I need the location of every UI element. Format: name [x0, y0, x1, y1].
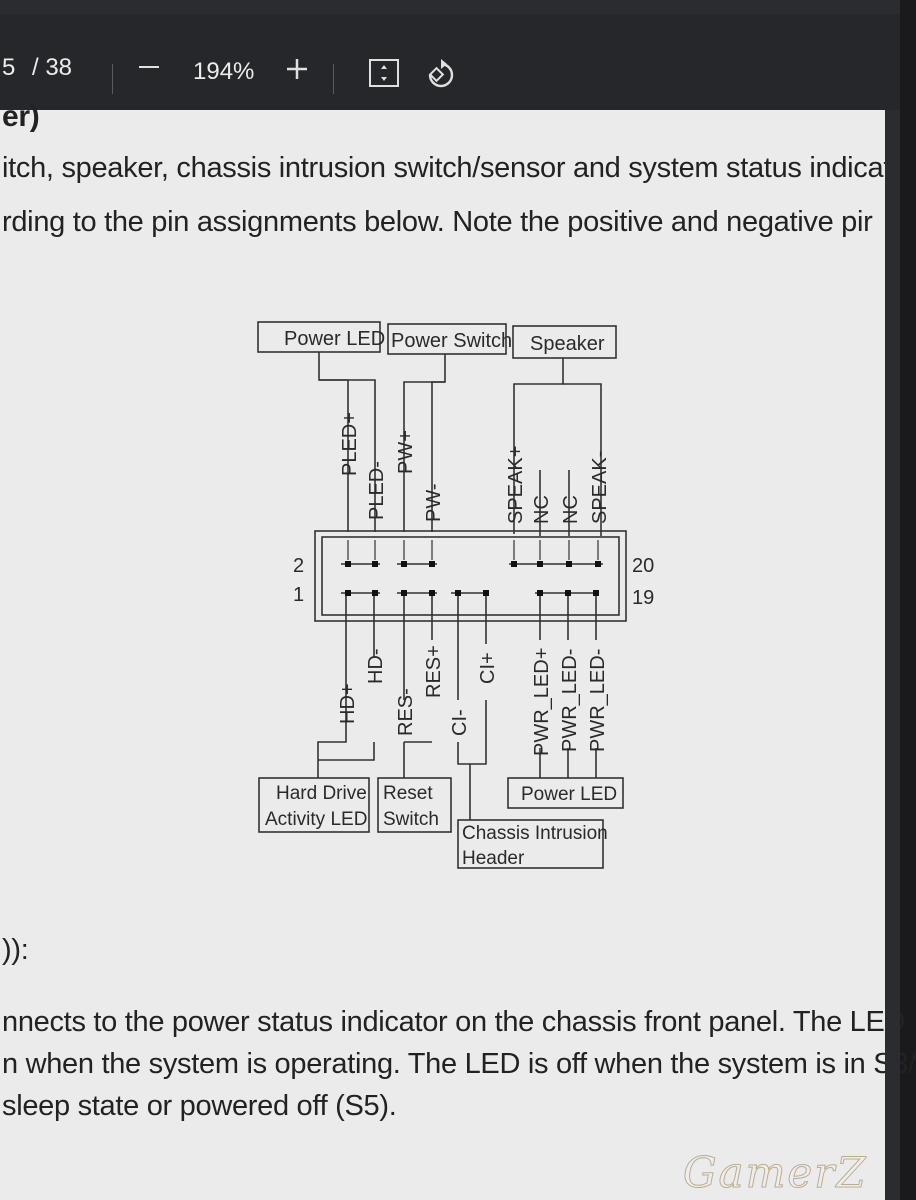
reset-label-box: [377, 777, 452, 833]
reset-label-line-1: Reset: [383, 783, 433, 804]
pin-label-pwr-led-minus-1: PWR_LED-: [559, 649, 581, 752]
zoom-out-button[interactable]: [136, 56, 162, 84]
pin-label-hd-minus: HD-: [365, 648, 387, 684]
plus-icon: [287, 59, 307, 79]
section-fragment: )):: [2, 934, 29, 966]
pin-label-nc-1: NC: [531, 495, 553, 524]
intro-line-1: itch, speaker, chassis intrusion switch/…: [2, 152, 892, 184]
pin-label-ci-plus: CI+: [477, 652, 499, 684]
page-number-input[interactable]: 5: [2, 54, 16, 81]
top-label-power-led: Power LED: [284, 328, 385, 350]
zoom-in-button[interactable]: [284, 56, 310, 89]
page-total: / 38: [32, 54, 73, 81]
rotate-button[interactable]: [422, 58, 458, 99]
pin-label-pled-minus: PLED-: [366, 461, 388, 520]
pin-label-pwr-led-plus: PWR_LED+: [531, 648, 553, 756]
pin-label-pwr-led-minus-2: PWR_LED-: [587, 649, 609, 752]
toolbar-divider: [333, 64, 334, 94]
pdf-page: er) itch, speaker, chassis intrusion swi…: [0, 100, 916, 1200]
pin-label-speak-plus: SPEAK+: [505, 446, 527, 524]
hdd-wire-b: [318, 593, 375, 761]
browser-top-strip: [0, 0, 900, 14]
intro-line-2: rding to the pin assignments below. Note…: [2, 206, 873, 238]
power-led-wire-b: [319, 379, 376, 532]
chassis-wire-b: [470, 593, 487, 765]
speaker-wire-a: [513, 358, 564, 534]
reset-label-line-2: Switch: [383, 809, 439, 830]
pin-label-res-plus: RES+: [423, 645, 445, 698]
power-switch-label-box: [387, 323, 507, 355]
chassis-wire-a: [457, 593, 471, 820]
power-led-bottom-label: Power LED: [521, 784, 617, 805]
watermark: GamerZ: [683, 1148, 868, 1198]
pin-label-speak-minus: SPEAK-: [589, 451, 611, 524]
section-heading-fragment: er): [2, 100, 40, 133]
speaker-label-box: [512, 325, 617, 359]
pin-label-pled-plus: PLED+: [339, 412, 361, 476]
hdd-label-line-2: Activity LED: [265, 809, 367, 830]
pin-label-pw-plus: PW+: [395, 430, 417, 474]
pin-number-20: 20: [632, 555, 654, 577]
power-switch-wire-b: [431, 381, 445, 532]
zoom-level[interactable]: 194%: [193, 58, 255, 85]
power-switch-wire-a: [403, 354, 446, 532]
top-label-power-switch: Power Switch: [391, 330, 512, 352]
hdd-label-line-1: Hard Drive: [276, 783, 367, 804]
header-outer: [314, 530, 627, 622]
power-led-bottom-label-box: [507, 777, 624, 809]
pin-label-res-minus: RES-: [395, 688, 417, 736]
hdd-label-box: [258, 777, 370, 833]
body-line-3: sleep state or powered off (S5).: [2, 1090, 397, 1122]
fit-page-icon: [369, 59, 399, 87]
toolbar-divider: [112, 64, 113, 94]
pin-number-1: 1: [293, 584, 304, 606]
pin-label-nc-2: NC: [560, 495, 582, 524]
pin-label-hd-plus: HD+: [337, 683, 359, 724]
header-inner: [321, 536, 620, 616]
speaker-wire-b: [563, 383, 602, 536]
chassis-label-line-1: Chassis Intrusion: [462, 823, 608, 844]
window-edge: [885, 110, 900, 1200]
rotate-icon: [428, 59, 454, 88]
pin-number-19: 19: [632, 587, 654, 609]
chassis-label-line-2: Header: [462, 848, 525, 869]
top-label-speaker: Speaker: [530, 333, 605, 355]
pdf-toolbar: 5 / 38 194%: [0, 14, 900, 114]
pin-label-pw-minus: PW-: [423, 483, 445, 522]
chassis-label-box: [457, 819, 604, 869]
body-line-1: nnects to the power status indicator on …: [2, 1006, 906, 1038]
reset-wire-b: [404, 593, 433, 743]
pin-label-ci-minus: CI-: [449, 709, 471, 736]
pin-number-2: 2: [293, 555, 304, 577]
minus-icon: [139, 66, 159, 68]
body-line-2: n when the system is operating. The LED …: [2, 1048, 916, 1080]
fit-page-button[interactable]: [368, 58, 400, 95]
nc-pins-stub: [539, 470, 570, 536]
